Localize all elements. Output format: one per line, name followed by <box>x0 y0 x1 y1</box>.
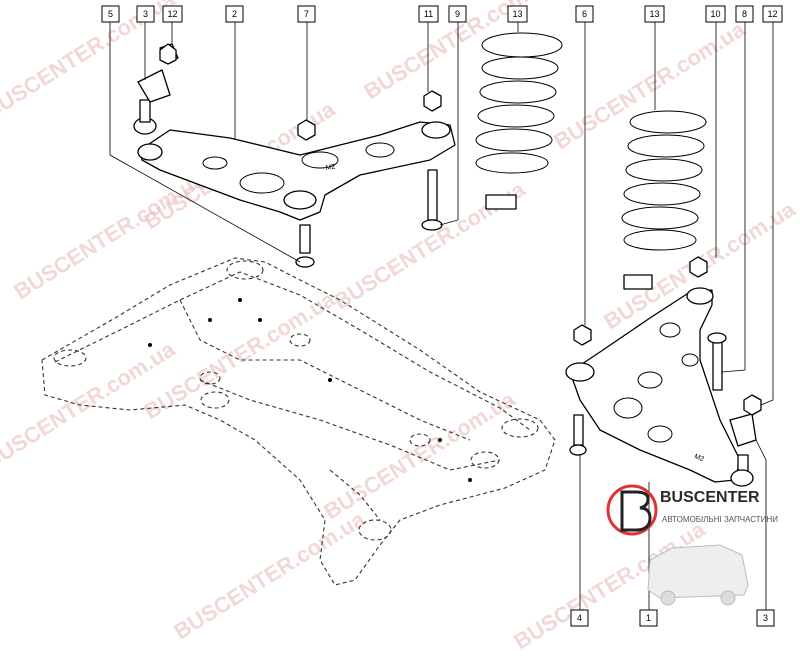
callout-7: 7 <box>297 5 316 23</box>
logo-ring <box>606 484 658 536</box>
callout-3-bottom: 3 <box>756 609 775 627</box>
svg-text:6: 6 <box>582 9 587 19</box>
logo-b-mark <box>620 490 652 532</box>
van-silhouette <box>647 544 749 599</box>
callout-2: 2 <box>225 5 244 23</box>
svg-text:10: 10 <box>710 9 720 19</box>
svg-text:3: 3 <box>143 9 148 19</box>
svg-text:5: 5 <box>108 9 113 19</box>
svg-text:BUSCENTER.com.ua: BUSCENTER.com.ua <box>169 506 369 644</box>
callout-12-top-right: 12 <box>762 5 783 23</box>
callout-10: 10 <box>705 5 726 23</box>
logo-tagline: АВТОМОБІЛЬНІ ЗАПЧАСТИНИ <box>662 515 778 524</box>
logo-name: BUSCENTER <box>660 489 760 506</box>
callout-9: 9 <box>448 5 467 23</box>
svg-text:BUSCENTER.com.ua: BUSCENTER.com.ua <box>319 386 519 524</box>
bolt-4 <box>569 414 587 456</box>
van-wheel-front <box>660 590 676 606</box>
callout-4: 4 <box>570 609 589 627</box>
svg-text:3: 3 <box>763 613 768 623</box>
callout-13-right: 13 <box>644 5 665 23</box>
right-ball-joint <box>729 413 757 487</box>
callout-6: 6 <box>575 5 594 23</box>
callout-13-left: 13 <box>507 5 528 23</box>
buscenter-logo: BUSCENTER АВТОМОБІЛЬНІ ЗАПЧАСТИНИ <box>606 484 778 606</box>
svg-text:11: 11 <box>424 9 433 19</box>
left-lower-control-arm <box>137 121 456 221</box>
left-arm-mark: M2 <box>325 163 336 172</box>
svg-text:12: 12 <box>767 9 777 19</box>
callout-5-top: 5 <box>101 5 120 23</box>
callout-1: 1 <box>639 609 658 627</box>
callout-8: 8 <box>735 5 754 23</box>
left-bolt-5 <box>295 224 315 268</box>
nut-10 <box>689 256 708 278</box>
svg-text:12: 12 <box>167 9 177 19</box>
right-arm-mark: M2 <box>693 453 705 463</box>
callout-12-top-left: 12 <box>162 5 183 23</box>
right-lock-nut-12 <box>743 394 762 416</box>
bolt-8 <box>707 332 727 391</box>
left-lock-nut-12 <box>159 43 177 65</box>
right-lower-control-arm: M2 <box>565 287 741 483</box>
nut-11 <box>423 90 442 112</box>
coil-spring-right <box>621 110 707 290</box>
svg-text:7: 7 <box>304 9 309 19</box>
svg-text:8: 8 <box>742 9 747 19</box>
svg-text:13: 13 <box>649 9 659 19</box>
nut-7 <box>297 119 316 141</box>
svg-text:4: 4 <box>577 613 582 623</box>
subframe <box>41 257 556 586</box>
callout-3-top: 3 <box>136 5 155 23</box>
svg-text:9: 9 <box>455 9 460 19</box>
nut-6 <box>573 324 592 346</box>
van-wheel-rear <box>720 590 736 606</box>
svg-text:1: 1 <box>646 613 651 623</box>
coil-spring-left <box>475 32 563 210</box>
svg-text:13: 13 <box>512 9 522 19</box>
bolt-9 <box>421 169 443 231</box>
svg-text:2: 2 <box>232 9 237 19</box>
callout-11: 11 <box>418 5 439 23</box>
svg-text:BUSCENTER.com.ua: BUSCENTER.com.ua <box>549 16 749 154</box>
leader-lines <box>109 22 774 615</box>
